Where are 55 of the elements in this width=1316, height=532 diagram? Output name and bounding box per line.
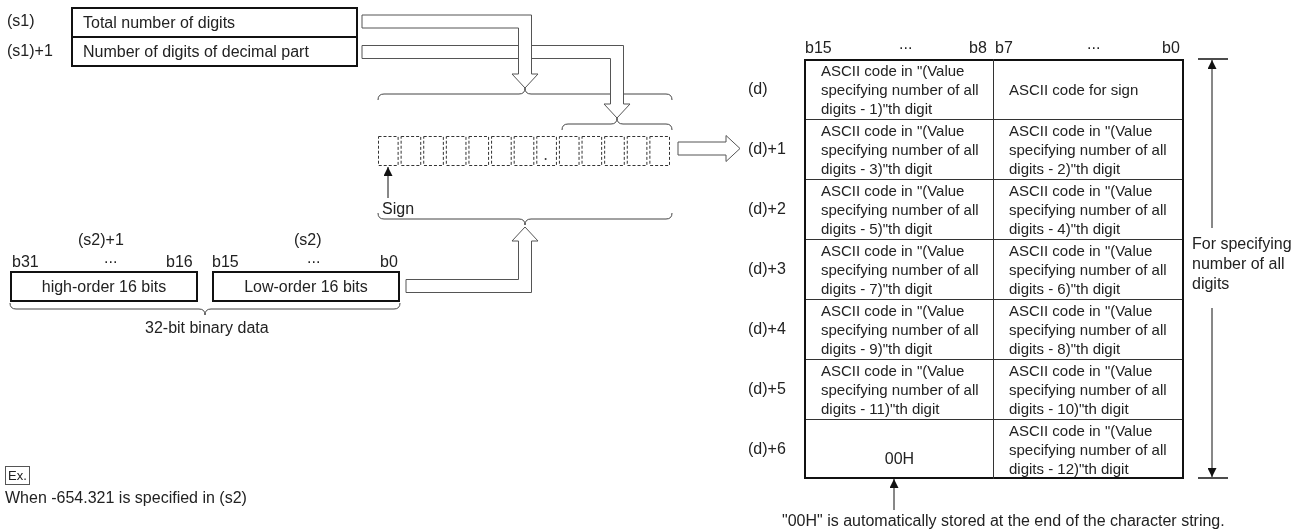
hollow-arrow — [361, 14, 539, 89]
ellipsis: ... — [104, 248, 118, 267]
table-cell: ASCII code for sign — [994, 59, 1182, 119]
character-cells-drawing — [378, 136, 672, 166]
address-label: (d)+6 — [748, 439, 786, 458]
example-text: When -654.321 is specified in (s2) — [5, 488, 247, 507]
register-box: Low-order 16 bits — [212, 271, 400, 302]
table-cell: ASCII code in "(Value specifying number of all digits - 3)"th digit — [806, 119, 994, 179]
ellipsis: ... — [1087, 34, 1101, 53]
table-cell: ASCII code in "(Value specifying number of all digits - 12)"th digit — [994, 419, 1182, 479]
table-cell: 00H — [806, 419, 994, 479]
address-label: (d)+3 — [748, 259, 786, 278]
table-cell: ASCII code in "(Value specifying number of all digits - 7)"th digit — [806, 239, 994, 299]
address-label: (s1)+1 — [7, 41, 53, 60]
bit-label: b31 — [12, 252, 39, 271]
leader-arrow — [383, 166, 393, 199]
hollow-arrow — [405, 226, 539, 293]
address-label: (d)+5 — [748, 379, 786, 398]
table-cell: ASCII code in "(Value specifying number of all digits - 2)"th digit — [994, 119, 1182, 179]
leader-arrow — [889, 478, 899, 511]
dimension-label: For specifying number of all digits — [1192, 234, 1293, 294]
bit-label: b0 — [1162, 38, 1180, 57]
ellipsis: ... — [307, 248, 321, 267]
bit-label: b8 — [969, 38, 987, 57]
hollow-arrow — [361, 45, 631, 119]
hollow-arrow — [677, 135, 741, 162]
address-label: (s1) — [7, 11, 35, 30]
example-mark: Ex. — [5, 466, 30, 485]
address-label: (s2)+1 — [78, 230, 124, 249]
address-label: (d)+2 — [748, 199, 786, 218]
address-label: (d) — [748, 79, 768, 98]
register-box: Total number of digits — [71, 7, 358, 38]
ellipsis: ... — [899, 34, 913, 53]
address-label: (d)+4 — [748, 319, 786, 338]
data-table — [804, 59, 1184, 479]
sign-label: Sign — [382, 199, 418, 218]
table-cell: ASCII code in "(Value specifying number of all digits - 4)"th digit — [994, 179, 1182, 239]
brace-label: 32-bit binary data — [145, 318, 269, 337]
address-label: (s2) — [294, 230, 322, 249]
table-cell: ASCII code in "(Value specifying number of all digits - 6)"th digit — [994, 239, 1182, 299]
bit-label: b0 — [380, 252, 398, 271]
footnote-text: "00H" is automatically stored at the end of the character string. — [782, 511, 1302, 530]
table-cell: ASCII code in "(Value specifying number of all digits - 5)"th digit — [806, 179, 994, 239]
bit-label: b15 — [805, 38, 832, 57]
register-box: Number of digits of decimal part — [71, 36, 358, 67]
table-cell: ASCII code in "(Value specifying number of all digits - 8)"th digit — [994, 299, 1182, 359]
bit-label: b15 — [212, 252, 239, 271]
table-cell: ASCII code in "(Value specifying number of all digits - 1)"th digit — [806, 59, 994, 119]
address-label: (d)+1 — [748, 139, 786, 158]
register-box: high-order 16 bits — [10, 271, 198, 302]
table-cell: ASCII code in "(Value specifying number of all digits - 9)"th digit — [806, 299, 994, 359]
bit-label: b7 — [995, 38, 1013, 57]
table-cell: ASCII code in "(Value specifying number of all digits - 11)"th digit — [806, 359, 994, 419]
bit-label: b16 — [166, 252, 193, 271]
table-cell: ASCII code in "(Value specifying number of all digits - 10)"th digit — [994, 359, 1182, 419]
